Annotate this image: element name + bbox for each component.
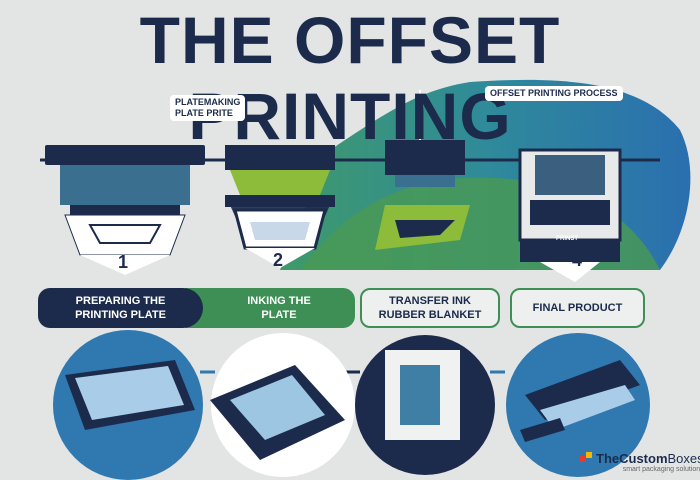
- platemaking-callout: PLATEMAKING PLATE PRITE: [170, 95, 246, 121]
- step-number-2: 2: [273, 250, 284, 270]
- machine-label: PRINST: [556, 236, 578, 242]
- process-callout: OFFSET PRINTING PROCESS: [485, 86, 623, 101]
- machine-4: [518, 148, 622, 282]
- step-text: INKING THE: [247, 295, 311, 307]
- step-inking-plate: INKING THE PLATE: [185, 288, 355, 328]
- callout-line: PLATEMAKING: [175, 97, 241, 107]
- page-title: THE OFFSET PRINTING: [139, 3, 561, 153]
- process-circles: [53, 330, 650, 480]
- logo-name-bold: TheCustom: [596, 451, 668, 466]
- step-text: PREPARING THE: [75, 295, 166, 307]
- machine-1: [45, 145, 205, 275]
- step-transfer-ink: TRANSFER INK RUBBER BLANKET: [360, 288, 500, 328]
- step-final-product: FINAL PRODUCT: [510, 288, 645, 328]
- machine-2: [225, 145, 335, 268]
- machine-3: [385, 90, 465, 238]
- step-text: FINAL PRODUCT: [532, 302, 623, 314]
- step-number-1: 1: [118, 252, 129, 272]
- step-text: RUBBER BLANKET: [378, 309, 482, 321]
- tcb-logo-mark: [580, 452, 592, 468]
- step-text: PLATE: [261, 309, 297, 321]
- step-preparing-plate: PREPARING THE PRINTING PLATE: [38, 288, 203, 328]
- step-text: PRINTING PLATE: [75, 309, 166, 321]
- logo-tagline: smart packaging solutions: [622, 466, 700, 473]
- step-number-4: 4: [572, 250, 583, 270]
- callout-line: PLATE PRITE: [175, 108, 233, 118]
- step-text: TRANSFER INK: [389, 295, 471, 307]
